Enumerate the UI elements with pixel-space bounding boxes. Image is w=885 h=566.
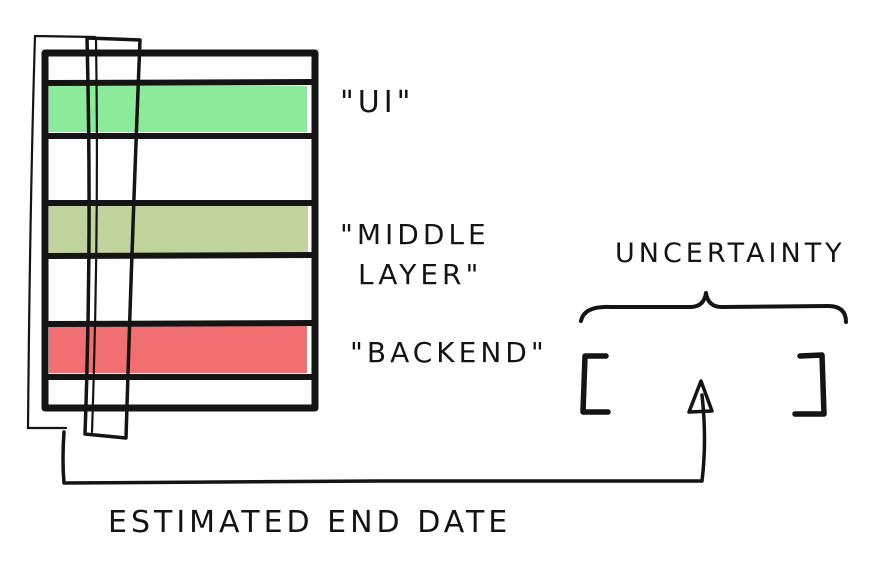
right-bracket — [792, 352, 827, 417]
arrow-head-icon — [687, 379, 714, 414]
outer-frame-line — [26, 34, 97, 430]
ui-layer-label: "UI" — [340, 85, 414, 120]
backend-layer-label: "BACKEND" — [350, 336, 548, 369]
left-bracket — [580, 353, 611, 415]
uncertainty-label: UNCERTAINTY — [615, 238, 846, 269]
middle-layer-label-line1: "MIDDLE — [340, 218, 490, 251]
middle-layer-label-line2: LAYER" — [358, 258, 482, 291]
estimated-end-date-connector — [61, 393, 707, 485]
uncertainty-column-overlay — [83, 36, 142, 440]
backend-layer-fill — [49, 326, 307, 373]
estimated-end-date-label: ESTIMATED END DATE — [108, 505, 511, 540]
layer-stack-frame — [41, 49, 319, 412]
uncertainty-brace — [579, 291, 848, 324]
middle-layer-fill — [49, 206, 308, 254]
ui-layer-fill — [49, 86, 307, 132]
overlay-inner-line — [90, 38, 98, 434]
